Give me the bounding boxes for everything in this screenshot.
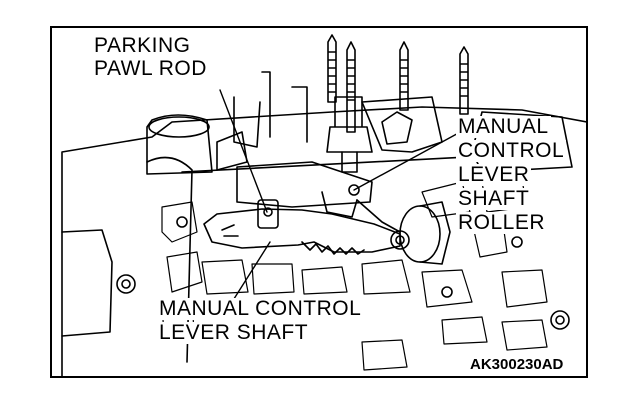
top-cylinder <box>148 116 210 138</box>
stud-2 <box>346 41 356 133</box>
detent-plate <box>203 208 401 253</box>
stud-4 <box>459 46 469 115</box>
leader-lever-shaft <box>231 241 271 303</box>
label-roller-line1: MANUAL <box>456 115 551 138</box>
leader-parking-pawl-rod <box>219 89 268 213</box>
label-roller-line2: CONTROL <box>456 139 567 162</box>
label-lever-shaft-line1: MANUAL CONTROL <box>157 297 364 320</box>
stud-3 <box>399 41 409 111</box>
stud-1 <box>327 34 337 103</box>
label-parking-pawl-rod-line2: PAWL ROD <box>92 57 209 80</box>
label-parking-pawl-rod-line1: PARKING <box>92 34 193 57</box>
pawl-rod-pivot <box>257 199 279 229</box>
left-bolt <box>116 274 136 294</box>
top-housing <box>146 114 213 175</box>
label-roller-line4: SHAFT <box>456 187 532 210</box>
left-housing <box>61 229 113 337</box>
casing-outline <box>61 106 586 376</box>
label-roller-line3: LEVER <box>456 163 532 186</box>
figure-code: AK300230AD <box>468 356 566 373</box>
leader-roller <box>353 129 465 191</box>
bracket-plate <box>236 161 373 208</box>
center-shaft <box>326 96 373 153</box>
label-roller-line5: ROLLER <box>456 211 548 234</box>
label-lever-shaft-line2: LEVER SHAFT <box>157 321 311 344</box>
